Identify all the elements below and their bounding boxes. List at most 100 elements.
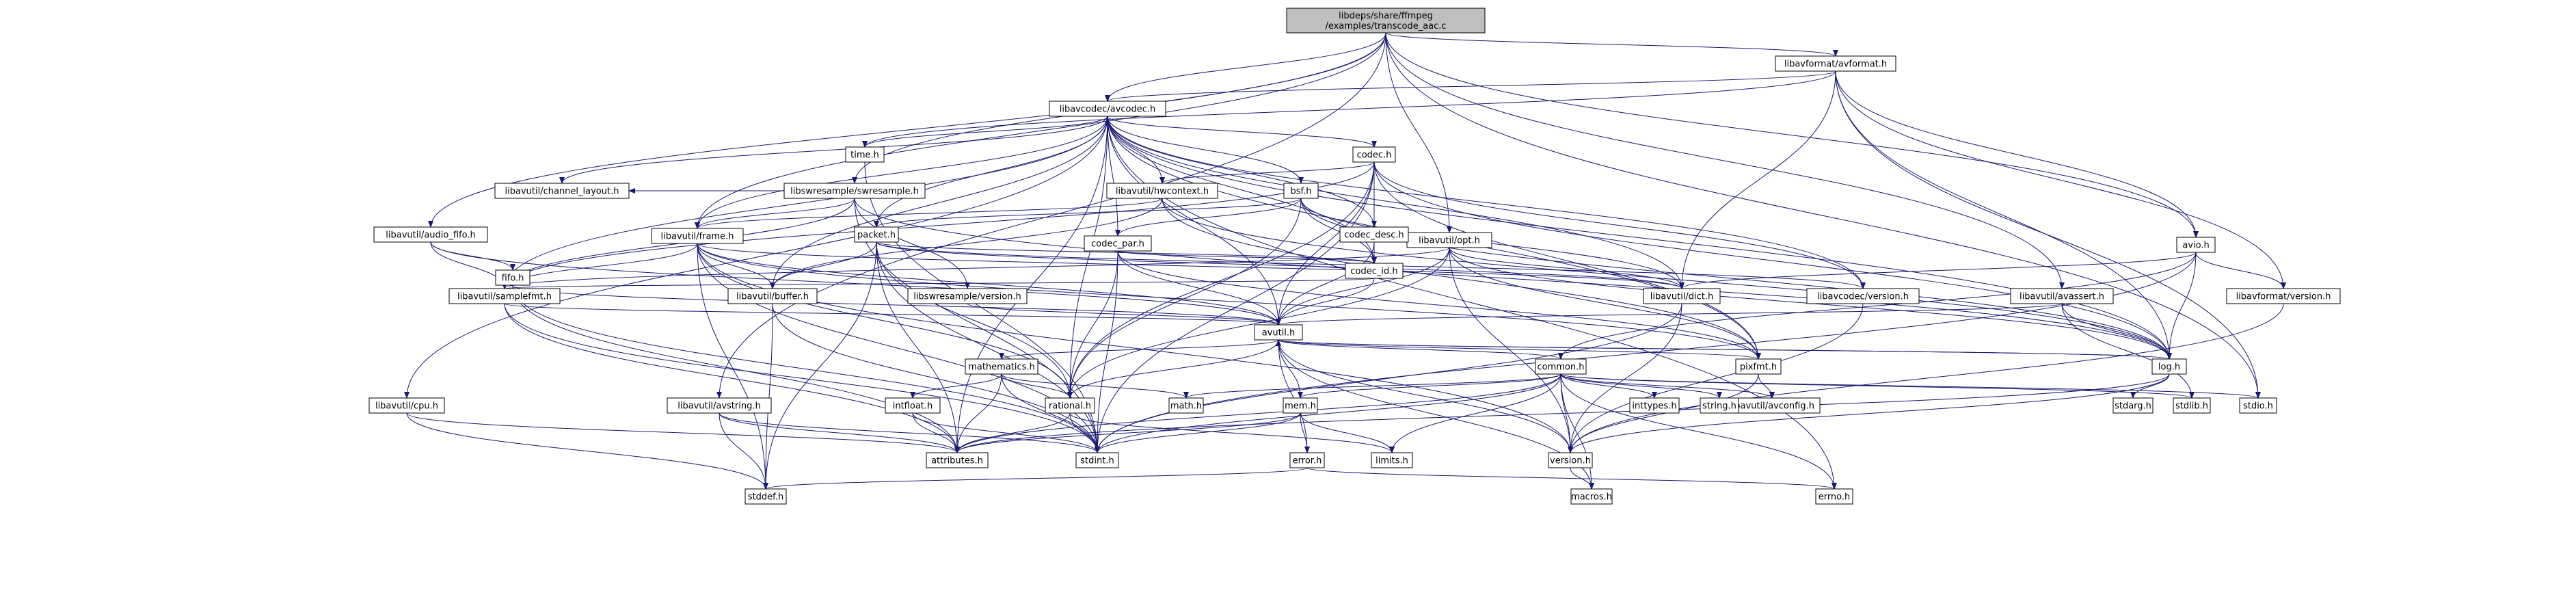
node-label: stdio.h xyxy=(2243,401,2273,412)
edge-codec_par-to-rational xyxy=(1067,250,1118,399)
edge-audio_fifo-to-samplefmt xyxy=(430,241,507,289)
edge-codec-to-rational xyxy=(1067,161,1375,399)
edge-avassert-to-avutil xyxy=(1276,303,2063,326)
file-node-macros[interactable]: macros.h xyxy=(1570,488,1613,505)
file-node-channel-layout[interactable]: libavutil/channel_layout.h xyxy=(494,183,630,199)
edge-root-to-avio xyxy=(1385,32,2199,238)
edge-log-to-stdarg xyxy=(2130,373,2170,399)
edge-packet-to-stdint xyxy=(876,241,1100,453)
file-node-packet[interactable]: packet.h xyxy=(854,226,899,243)
edge-hwcontext-to-pixfmt xyxy=(1162,198,1761,360)
file-node-stdarg: stdarg.h xyxy=(2112,397,2154,414)
edge-root-to-avcodec xyxy=(1105,32,1386,102)
node-label: version.h xyxy=(1550,456,1591,466)
node-box xyxy=(845,146,885,163)
file-node-avc-version[interactable]: libavcodec/version.h xyxy=(1806,288,1920,304)
file-node-frame[interactable]: libavutil/frame.h xyxy=(651,228,744,244)
edge-avc_version-to-version xyxy=(1568,303,1864,453)
edge-mathematics-to-math xyxy=(1001,373,1189,399)
edge-avstring-to-stdint xyxy=(719,412,1100,453)
edge-pixfmt-to-avconfig xyxy=(1758,373,1775,399)
file-node-avformat[interactable]: libavformat/avformat.h xyxy=(1775,55,1896,72)
file-node-mathematics[interactable]: mathematics.h xyxy=(965,358,1038,375)
edge-bsf-to-codec_id xyxy=(1300,198,1377,264)
node-box xyxy=(727,288,818,304)
edge-avformat-to-time xyxy=(862,70,1836,148)
edge-codec-to-avutil xyxy=(1276,161,1375,326)
file-node-audio-fifo[interactable]: libavutil/audio_fifo.h xyxy=(373,226,488,243)
file-node-samplefmt[interactable]: libavutil/samplefmt.h xyxy=(448,288,561,304)
node-box xyxy=(1700,397,1739,414)
file-node-time[interactable]: time.h xyxy=(845,146,885,163)
edge-avcodec-to-codec_par xyxy=(1107,116,1121,237)
file-node-avstring[interactable]: libavutil/avstring.h xyxy=(667,397,772,414)
file-node-opt[interactable]: libavutil/opt.h xyxy=(1406,232,1492,248)
edge-codec-to-avc_version xyxy=(1373,161,1866,289)
file-node-codec[interactable]: codec.h xyxy=(1352,146,1396,163)
edge-codec-to-samplefmt xyxy=(502,161,1375,289)
file-node-swr-version[interactable]: libswresample/version.h xyxy=(907,288,1028,304)
edge-avformat-to-stdio xyxy=(1835,70,2261,399)
file-node-bsf[interactable]: bsf.h xyxy=(1283,183,1319,199)
node-box xyxy=(1352,146,1396,163)
file-node-mem[interactable]: mem.h xyxy=(1283,397,1318,414)
file-node-codec-desc[interactable]: codec_desc.h xyxy=(1339,226,1409,243)
file-node-avf-version[interactable]: libavformat/version.h xyxy=(2226,288,2341,304)
file-node-log[interactable]: log.h xyxy=(2151,358,2187,375)
file-node-avcodec[interactable]: libavcodec/avcodec.h xyxy=(1049,101,1166,117)
file-node-error[interactable]: error.h xyxy=(1289,452,1325,468)
edges xyxy=(404,32,2286,490)
node-box xyxy=(2173,397,2211,414)
file-node-attributes[interactable]: attributes.h xyxy=(926,452,989,468)
edge-opt-to-rational xyxy=(1067,247,1450,399)
edge-common-to-mem xyxy=(1298,373,1561,399)
file-node-hwcontext[interactable]: libavutil/hwcontext.h xyxy=(1106,183,1218,199)
edge-frame-to-samplefmt xyxy=(502,243,698,289)
node-label: libavformat/version.h xyxy=(2236,292,2331,302)
node-box xyxy=(2176,237,2216,253)
edge-avutil-to-version xyxy=(1278,339,1573,453)
node-label: avutil.h xyxy=(1262,328,1296,339)
edge-avutil-to-error xyxy=(1278,339,1310,453)
node-label: libswresample/swresample.h xyxy=(790,187,919,197)
edge-hwcontext-to-buffer xyxy=(770,198,1163,289)
file-node-avutil[interactable]: avutil.h xyxy=(1254,324,1303,341)
node-box xyxy=(1570,488,1613,505)
file-node-limits: limits.h xyxy=(1371,452,1413,468)
file-node-fifo[interactable]: fifo.h xyxy=(495,269,531,286)
node-label: pixfmt.h xyxy=(1740,362,1777,373)
file-node-stdlib: stdlib.h xyxy=(2173,397,2211,414)
edge-hwcontext-to-log xyxy=(1162,198,2172,360)
node-label: libavutil/samplefmt.h xyxy=(457,292,552,302)
file-node-version[interactable]: version.h xyxy=(1548,452,1593,468)
node-box xyxy=(965,358,1038,375)
edge-samplefmt-to-avutil xyxy=(504,303,1281,326)
file-node-avio[interactable]: avio.h xyxy=(2176,237,2216,253)
file-node-avassert[interactable]: libavutil/avassert.h xyxy=(2010,288,2114,304)
edge-root-to-opt xyxy=(1385,32,1452,233)
file-node-avconfig[interactable]: libavutil/avconfig.h xyxy=(1723,397,1821,414)
node-label: stddef.h xyxy=(748,492,783,503)
edge-common-to-limits xyxy=(1389,373,1561,453)
node-box xyxy=(1735,358,1782,375)
node-box xyxy=(1084,235,1152,252)
file-node-cpu[interactable]: libavutil/cpu.h xyxy=(368,397,445,414)
file-node-math: math.h xyxy=(1168,397,1204,414)
edge-log-to-version xyxy=(1568,373,2170,453)
file-node-swresample[interactable]: libswresample/swresample.h xyxy=(783,183,926,199)
file-node-codec-id[interactable]: codec_id.h xyxy=(1345,263,1404,279)
file-node-intfloat[interactable]: intfloat.h xyxy=(885,397,941,414)
file-node-pixfmt[interactable]: pixfmt.h xyxy=(1735,358,1782,375)
file-node-codec-par[interactable]: codec_par.h xyxy=(1084,235,1152,252)
file-node-dict[interactable]: libavutil/dict.h xyxy=(1643,288,1721,304)
edge-swresample-to-swr_version xyxy=(854,198,970,289)
file-node-buffer[interactable]: libavutil/buffer.h xyxy=(727,288,818,304)
edge-error-to-errno xyxy=(1306,467,1837,490)
edge-opt-to-samplefmt xyxy=(502,247,1450,289)
node-box xyxy=(2226,288,2341,304)
file-node-common[interactable]: common.h xyxy=(1535,358,1587,375)
file-node-rational[interactable]: rational.h xyxy=(1045,397,1095,414)
node-label: libavutil/audio_fifo.h xyxy=(386,230,475,241)
node-label: libavutil/avstring.h xyxy=(677,401,760,412)
edge-avformat-to-avcodec xyxy=(1105,70,1836,102)
